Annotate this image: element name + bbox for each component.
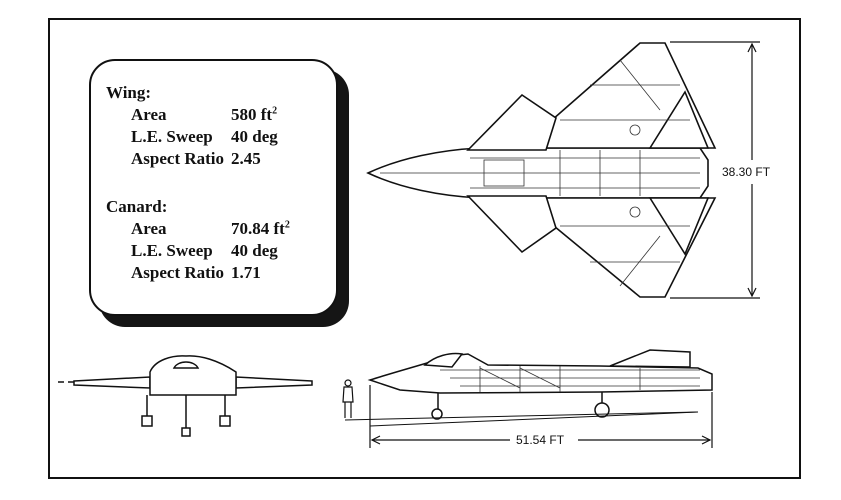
side-view-detail-lines xyxy=(440,366,700,392)
side-view-aircraft xyxy=(367,349,713,420)
wing-sweep-value: 40 deg xyxy=(231,127,278,146)
ground-lines xyxy=(344,411,699,427)
front-view-aircraft xyxy=(58,355,313,437)
canard-ar-value: 1.71 xyxy=(231,263,261,282)
wing-heading: Wing: xyxy=(106,83,152,102)
canard-sweep-label: L.E. Sweep xyxy=(131,241,213,260)
canard-area-label: Area xyxy=(131,219,167,238)
length-label: 51.54 FT xyxy=(516,433,565,447)
wing-sweep-label: L.E. Sweep xyxy=(131,127,213,146)
top-view-aircraft xyxy=(366,42,717,298)
canard-heading: Canard: xyxy=(106,197,168,216)
canard-sweep-value: 40 deg xyxy=(231,241,278,260)
wing-ar-label: Aspect Ratio xyxy=(131,149,225,168)
length-dimension xyxy=(369,385,713,448)
figure-frame xyxy=(48,18,801,479)
human-scale-figure xyxy=(342,379,354,418)
canard-ar-label: Aspect Ratio xyxy=(131,263,225,282)
canard-area-value: 70.84 ft2 xyxy=(231,219,290,238)
wing-ar-value: 2.45 xyxy=(231,149,261,168)
wing-area-value: 580 ft2 xyxy=(231,105,278,124)
span-dimension xyxy=(670,41,760,299)
top-view-detail-lines xyxy=(380,59,700,287)
spec-box: Wing: Area 580 ft2 L.E. Sweep 40 deg Asp… xyxy=(89,59,338,316)
span-label: 38.30 FT xyxy=(722,165,771,179)
wing-area-label: Area xyxy=(131,105,167,124)
